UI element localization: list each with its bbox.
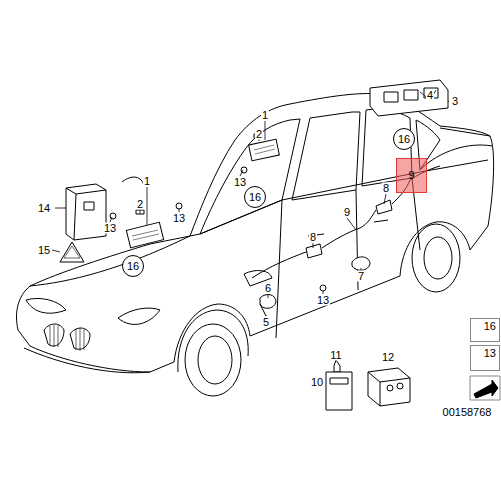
callout-number: 16: [398, 134, 410, 145]
callout-number: 9: [343, 207, 351, 218]
callout-number: 12: [381, 352, 395, 363]
callout-number: 9: [408, 170, 414, 181]
callout-number: 2: [136, 199, 144, 210]
callout-number: 11: [329, 350, 342, 361]
drawing-number: 00158768: [442, 407, 493, 418]
callout-number: 15: [37, 245, 51, 256]
callout-number: 6: [264, 283, 272, 294]
callout-circle: 16: [244, 186, 266, 208]
callout-number: 13: [484, 348, 496, 359]
callout-number: 16: [249, 192, 261, 203]
callout-number: 3: [451, 96, 459, 107]
callout-number: 4: [426, 90, 434, 101]
callout-number: 13: [103, 223, 117, 234]
callout-number: 16: [484, 321, 496, 332]
callout-number: 8: [382, 183, 390, 194]
callout-number: 8: [309, 232, 317, 243]
callout-number: 5: [262, 317, 270, 328]
callout-number: 14: [37, 203, 51, 214]
callout-circle: 16: [393, 128, 415, 150]
legend-box: 16: [470, 318, 500, 342]
callout-circle: 16: [122, 255, 144, 277]
callout-number: 2: [255, 129, 263, 140]
callout-number: 13: [316, 295, 330, 306]
highlight-box: 9: [396, 158, 427, 193]
callout-number: 7: [357, 271, 365, 282]
callout-number: 10: [310, 377, 324, 388]
legend-box: 13: [470, 345, 500, 371]
callout-number: 13: [233, 177, 247, 188]
callout-number: 13: [172, 213, 186, 224]
callout-number: 1: [143, 176, 151, 187]
callout-number: 1: [261, 110, 269, 121]
callout-number: 16: [127, 261, 139, 272]
